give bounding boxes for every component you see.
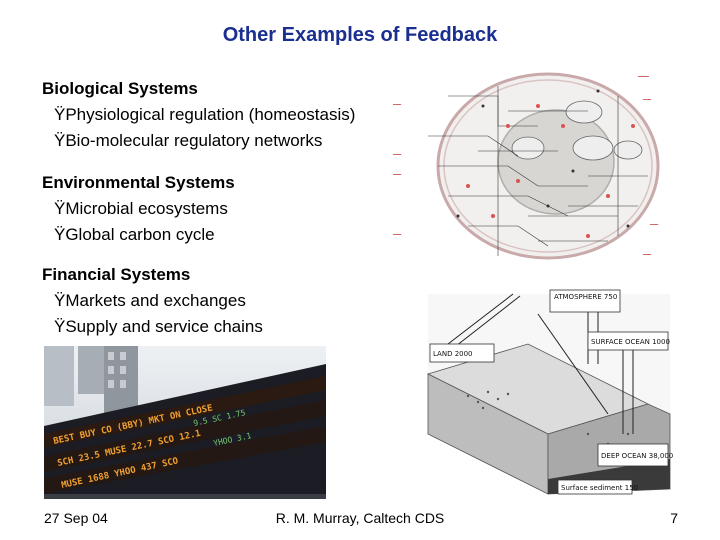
section-biological: Biological Systems ŸPhysiological regula… bbox=[42, 76, 355, 154]
svg-text:━━━: ━━━ bbox=[642, 253, 651, 258]
section-financial: Financial Systems ŸMarkets and exchanges… bbox=[42, 262, 263, 340]
slide-title: Other Examples of Feedback bbox=[222, 24, 498, 46]
carbon-sediment-label: Surface sediment 150 bbox=[561, 484, 638, 492]
svg-text:━━━━: ━━━━ bbox=[637, 75, 649, 80]
bullet-item: ŸBio-molecular regulatory networks bbox=[54, 131, 323, 150]
stock-ticker-photo: BEST BUY CO (BBY) MKT ON CLOSE SCH 23.5 … bbox=[44, 346, 326, 499]
carbon-land-label: LAND 2000 bbox=[433, 350, 473, 358]
footer-date: 27 Sep 04 bbox=[44, 510, 108, 526]
carbon-surface-ocean-label: SURFACE OCEAN 1000 bbox=[591, 338, 670, 346]
svg-text:━━━: ━━━ bbox=[642, 98, 651, 103]
svg-text:━━━: ━━━ bbox=[392, 173, 401, 178]
section-heading: Financial Systems bbox=[42, 265, 191, 284]
carbon-deep-ocean-label: DEEP OCEAN 38,000 bbox=[601, 452, 673, 460]
cell-network-diagram: ━━━ ━━━ ━━━ ━━━ ━━━━ ━━━ ━━━ ━━━ bbox=[388, 66, 678, 266]
carbon-cycle-diagram: ATMOSPHERE 750 LAND 2000 SURFACE OCEAN 1… bbox=[408, 284, 680, 502]
svg-text:━━━: ━━━ bbox=[392, 153, 401, 158]
svg-text:━━━: ━━━ bbox=[392, 103, 401, 108]
bullet-item: ŸSupply and service chains bbox=[54, 317, 263, 336]
bullet-item: ŸMicrobial ecosystems bbox=[54, 199, 228, 218]
bullet-item: ŸPhysiological regulation (homeostasis) bbox=[54, 105, 356, 124]
section-heading: Biological Systems bbox=[42, 79, 198, 98]
bullet-item: ŸGlobal carbon cycle bbox=[54, 225, 215, 244]
bullet-item: ŸMarkets and exchanges bbox=[54, 291, 246, 310]
carbon-atmosphere-label: ATMOSPHERE 750 bbox=[554, 293, 617, 301]
section-environmental: Environmental Systems ŸMicrobial ecosyst… bbox=[42, 170, 235, 248]
svg-text:━━━: ━━━ bbox=[649, 223, 658, 228]
page-number: 7 bbox=[670, 510, 678, 526]
section-heading: Environmental Systems bbox=[42, 173, 235, 192]
footer-author: R. M. Murray, Caltech CDS bbox=[275, 510, 445, 526]
svg-text:━━━: ━━━ bbox=[392, 233, 401, 238]
